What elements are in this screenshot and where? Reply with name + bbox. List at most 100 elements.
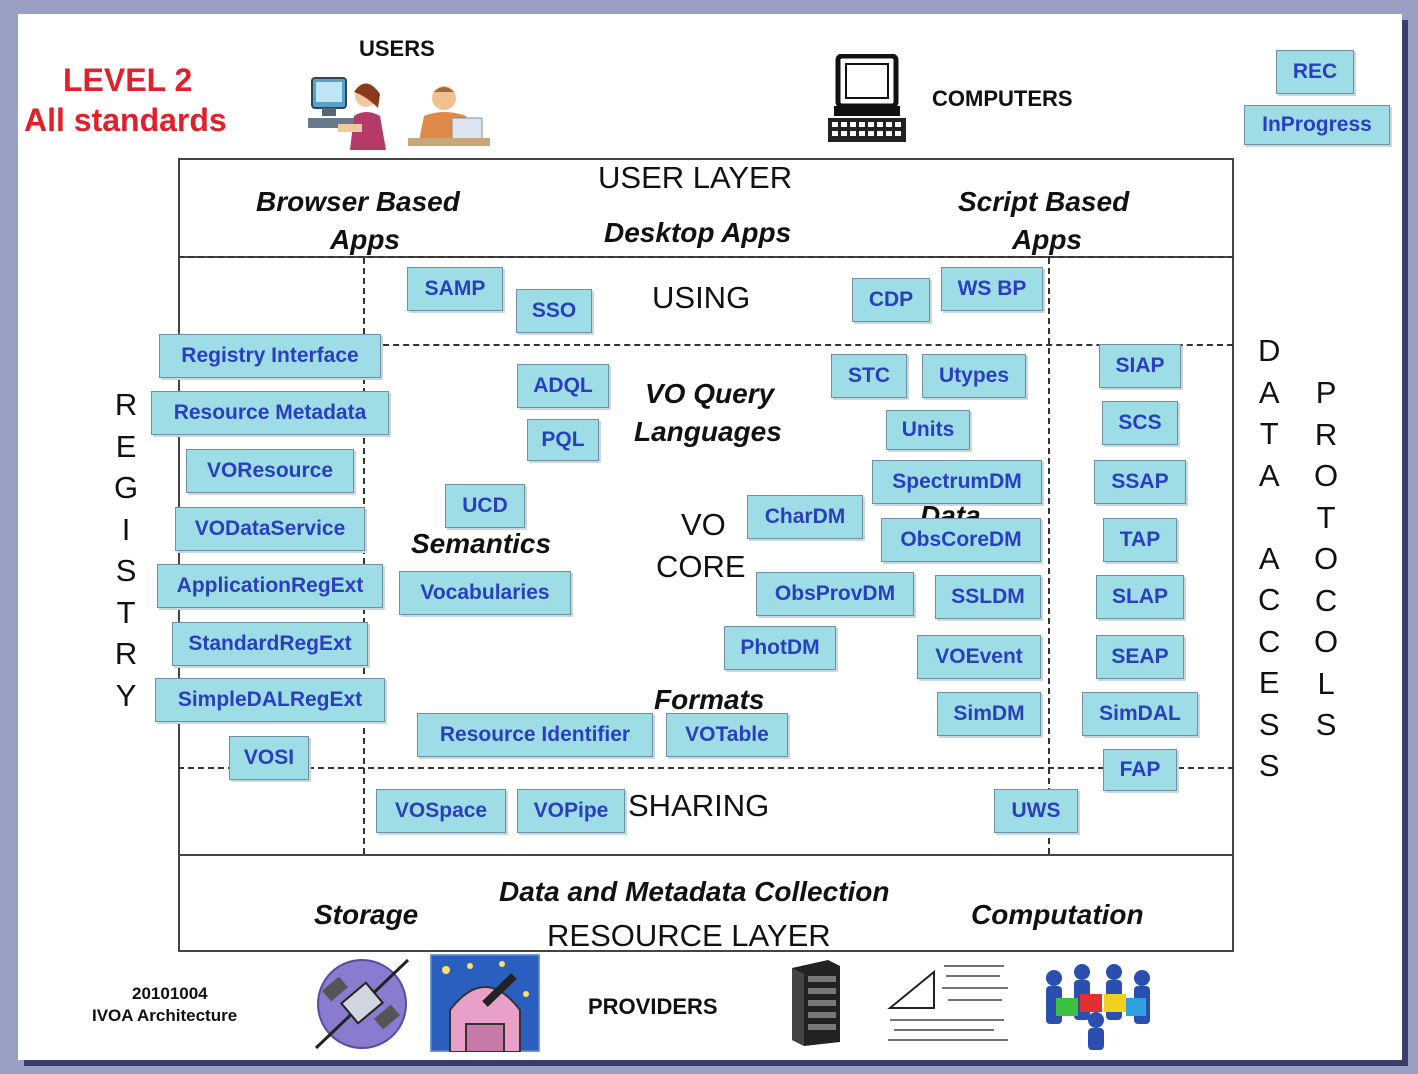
protocols-letter: R <box>1314 416 1338 452</box>
right-divider <box>1048 258 1050 854</box>
collection-label: Data and Metadata Collection <box>499 876 890 907</box>
semantics-label: Semantics <box>411 528 552 559</box>
data-access-letter <box>1265 496 1274 538</box>
std-ucd: UCD <box>445 484 525 528</box>
satellite-icon <box>314 958 410 1050</box>
registry-letter: E <box>115 428 137 464</box>
std-vopipe: VOPipe <box>517 789 625 833</box>
users-label: USERS <box>359 36 435 61</box>
legend-in-progress: InProgress <box>1244 105 1390 145</box>
footer-caption: IVOA Architecture <box>92 1006 238 1025</box>
std-stc: STC <box>831 354 907 398</box>
resource-layer-frame <box>178 854 1234 952</box>
browser-apps-line2: Apps <box>330 224 400 255</box>
vo-core-line1: VO <box>681 507 726 542</box>
protocols-letter: S <box>1315 707 1337 742</box>
std-simpledalregext: SimpleDALRegExt <box>155 678 385 722</box>
std-applicationregext: ApplicationRegExt <box>157 564 383 608</box>
data-access-letter: T <box>1259 416 1279 451</box>
data-access-letter: A <box>1258 457 1280 493</box>
std-ssldm: SSLDM <box>935 575 1041 619</box>
std-ssap: SSAP <box>1094 460 1186 504</box>
std-slap: SLAP <box>1096 575 1184 619</box>
std-voevent: VOEvent <box>917 635 1041 679</box>
data-access-letter: A <box>1258 374 1280 410</box>
registry-letter: G <box>114 470 139 505</box>
std-votable: VOTable <box>666 713 788 757</box>
std-siap: SIAP <box>1099 344 1181 388</box>
legend-rec: REC <box>1276 50 1354 94</box>
std-seap: SEAP <box>1096 635 1184 679</box>
user-at-desk-icon <box>408 86 490 146</box>
computation-label: Computation <box>971 899 1144 930</box>
desktop-apps: Desktop Apps <box>604 217 792 248</box>
server-icon <box>792 960 840 1046</box>
observatory-icon <box>430 954 540 1052</box>
core-top-divider <box>363 344 1233 346</box>
std-units: Units <box>886 410 970 450</box>
std-voresource: VOResource <box>186 449 354 493</box>
browser-apps-line1: Browser Based <box>256 186 460 217</box>
std-sso: SSO <box>516 289 592 333</box>
data-access-letter: C <box>1258 623 1281 659</box>
math-notes-icon <box>884 958 1014 1050</box>
std-scs: SCS <box>1102 401 1178 445</box>
user-at-computer-icon <box>308 77 386 150</box>
std-vosi: VOSI <box>229 736 309 780</box>
registry-letter: Y <box>115 677 137 713</box>
data-access-letter: E <box>1258 665 1280 700</box>
std-tap: TAP <box>1103 518 1177 562</box>
std-simdm: SimDM <box>937 692 1041 736</box>
std-vospace: VOSpace <box>376 789 506 833</box>
puzzle-people-icon <box>1046 964 1150 1050</box>
data-access-letter: S <box>1258 748 1280 783</box>
std-resource-identifier: Resource Identifier <box>417 713 653 757</box>
resource-layer-title: RESOURCE LAYER <box>547 918 831 953</box>
formats-label: Formats <box>654 684 765 715</box>
protocols-letter: O <box>1314 624 1339 659</box>
script-apps-line2: Apps <box>1012 224 1082 255</box>
std-obsprovdm: ObsProvDM <box>756 572 914 616</box>
core-bottom-divider <box>178 767 1234 769</box>
providers-label: PROVIDERS <box>588 994 718 1019</box>
footer-date: 20101004 <box>132 984 208 1003</box>
data-access-letter: C <box>1258 582 1281 617</box>
protocols-letter: O <box>1314 541 1339 576</box>
registry-letter: R <box>114 636 138 671</box>
std-samp: SAMP <box>407 267 503 311</box>
std-chardm: CharDM <box>747 495 863 539</box>
level-title: LEVEL 2 <box>63 62 193 98</box>
script-apps-line1: Script Based <box>958 186 1130 217</box>
std-simdal: SimDAL <box>1082 692 1198 736</box>
std-spectrumdm: SpectrumDM <box>872 460 1042 504</box>
std-uws: UWS <box>994 789 1078 833</box>
std-photdm: PhotDM <box>724 626 836 670</box>
protocols-letter: O <box>1314 458 1339 493</box>
data-access-letter: D <box>1258 333 1281 368</box>
computers-label: COMPUTERS <box>932 86 1073 111</box>
std-cdp: CDP <box>852 278 930 322</box>
std-vocabularies: Vocabularies <box>399 571 571 615</box>
vo-core-line2: CORE <box>656 549 746 584</box>
architecture-slide: LEVEL 2 All standards USERS CO <box>18 14 1402 1060</box>
std-registry-interface: Registry Interface <box>159 334 381 378</box>
std-pql: PQL <box>527 419 599 461</box>
storage-label: Storage <box>314 899 419 930</box>
user-layer-title: USER LAYER <box>598 160 793 195</box>
registry-letter: T <box>116 594 136 630</box>
std-resource-metadata: Resource Metadata <box>151 391 389 435</box>
registry-letter: S <box>115 553 137 588</box>
using-title: USING <box>652 280 751 315</box>
vo-query-languages-line1: VO Query <box>645 378 775 409</box>
registry-letter: I <box>121 511 131 547</box>
protocols-letter: C <box>1314 582 1338 618</box>
sharing-title: SHARING <box>628 788 770 823</box>
data-access-letter: A <box>1258 540 1280 576</box>
std-ws-bp: WS BP <box>941 267 1043 311</box>
computer-icon <box>828 54 906 142</box>
level-subtitle: All standards <box>24 102 227 138</box>
data-access-letter: S <box>1258 706 1280 742</box>
